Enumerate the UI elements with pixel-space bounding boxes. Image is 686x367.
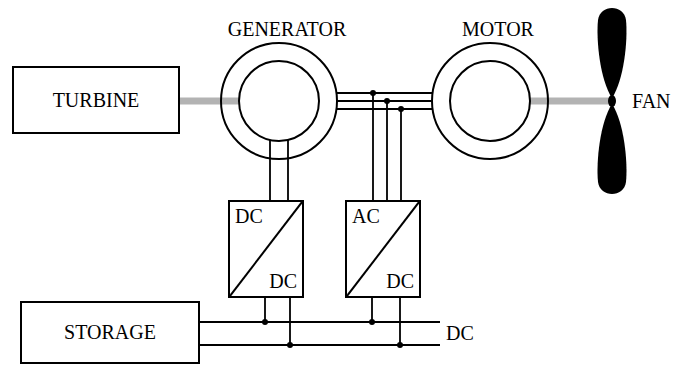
fan-blade bbox=[598, 104, 627, 194]
power-line bbox=[270, 140, 288, 200]
junction-dot bbox=[369, 319, 375, 325]
box-label: TURBINE bbox=[53, 89, 140, 112]
junction-dot bbox=[397, 342, 403, 348]
motor-circle: MOTOR bbox=[410, 14, 586, 164]
stator-ring bbox=[432, 43, 548, 159]
fan-hub bbox=[608, 95, 616, 107]
generator-circle: GENERATOR bbox=[199, 14, 375, 164]
converter-side-label: DC bbox=[269, 270, 297, 293]
diagonal-line bbox=[230, 202, 302, 296]
drive-shaft bbox=[180, 98, 239, 105]
ac-dc-converter: AC DC bbox=[345, 200, 421, 298]
fan-blade bbox=[598, 8, 627, 98]
power-line bbox=[373, 93, 401, 200]
junction-dot bbox=[398, 106, 404, 112]
power-line bbox=[200, 298, 400, 345]
converter-side-label: DC bbox=[235, 205, 263, 228]
rotor-ring bbox=[450, 61, 530, 141]
stator-ring bbox=[221, 43, 337, 159]
junction-dot bbox=[384, 98, 390, 104]
diagonal-line bbox=[347, 202, 419, 296]
fan-label: FAN bbox=[632, 90, 671, 113]
power-line bbox=[336, 93, 432, 109]
motor-shaft bbox=[530, 98, 612, 105]
converter-side-label: DC bbox=[386, 270, 414, 293]
converter-side-label: AC bbox=[352, 205, 380, 228]
machine-heading: GENERATOR bbox=[199, 18, 375, 41]
rotor-ring bbox=[239, 61, 319, 141]
junction-dot bbox=[262, 319, 268, 325]
storage-box: STORAGE bbox=[20, 301, 200, 364]
junction-dot bbox=[287, 342, 293, 348]
bus-label: DC bbox=[446, 322, 474, 345]
box-label: STORAGE bbox=[64, 321, 156, 344]
machine-heading: MOTOR bbox=[410, 18, 586, 41]
junction-dot bbox=[370, 90, 376, 96]
dc-dc-converter: DC DC bbox=[228, 200, 304, 298]
turbine-box: TURBINE bbox=[12, 66, 180, 134]
